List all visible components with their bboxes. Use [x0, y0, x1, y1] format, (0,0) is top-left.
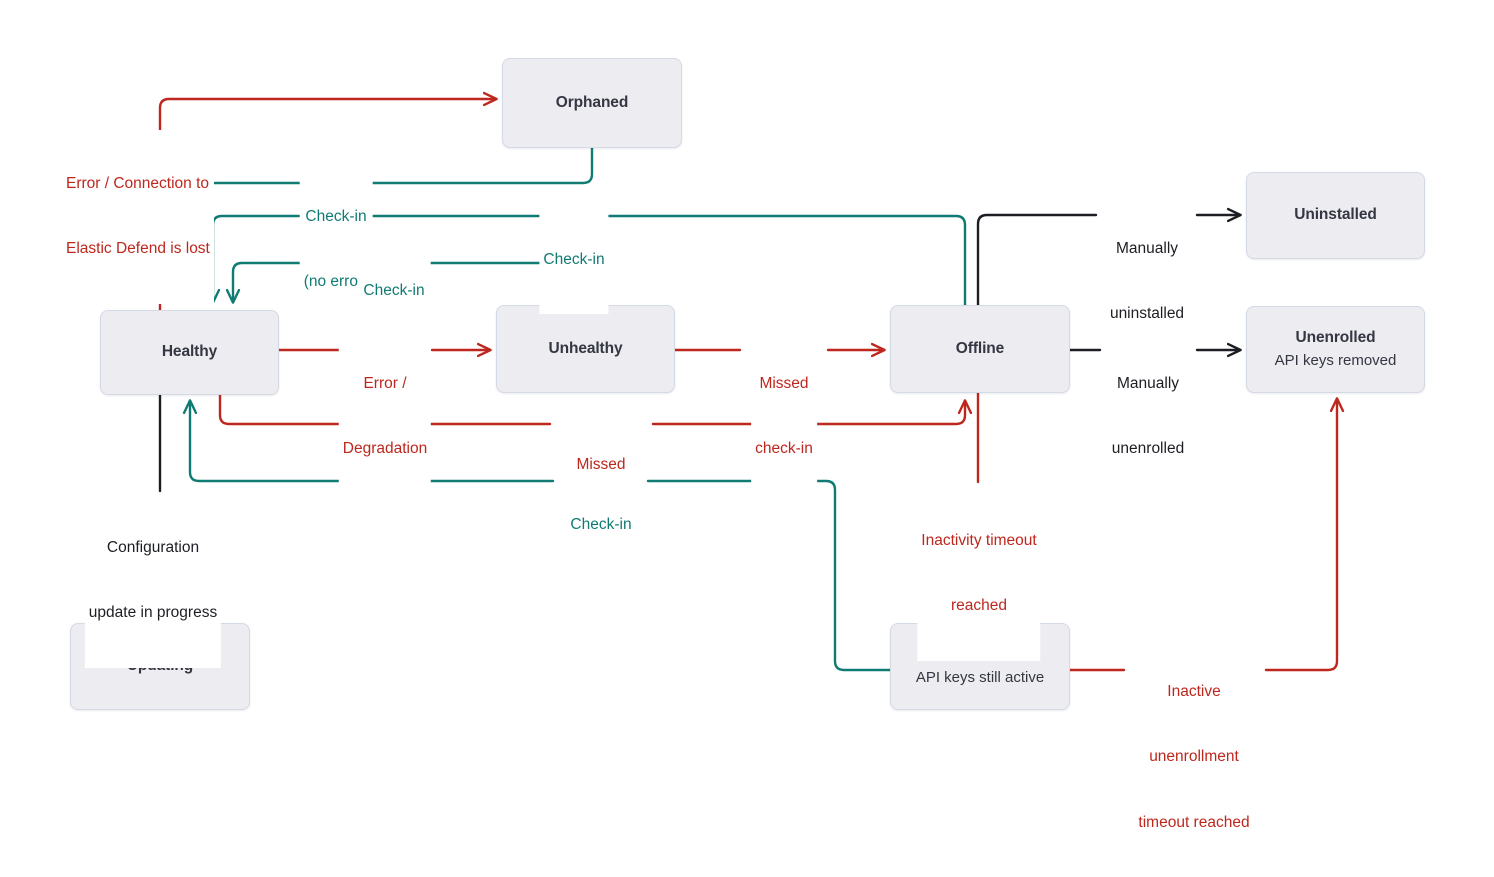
edge-label-configuration-update-line2: update in progress [88, 604, 218, 622]
edge-label-configuration-update-line1: Configuration [106, 539, 200, 557]
edge-label-missed-checkin-top: Missed check-in [751, 330, 817, 504]
edge-label-manually-unenrolled-line1: Manually [1116, 375, 1180, 393]
node-offline-title: Offline [955, 339, 1005, 357]
edge-label-manually-uninstalled-line2: uninstalled [1109, 305, 1185, 323]
edge-label-error-connection-lost-line2: Elastic Defend is lost [66, 240, 210, 258]
edge-label-inactivity-timeout-line2: reached [950, 597, 1007, 615]
node-inactive-subtitle: API keys still active [915, 669, 1045, 687]
edge-label-checkin-no-error-mid-line1: Check-in [363, 282, 425, 300]
edge-label-inactive-unenrollment-line3: timeout reached [1138, 813, 1250, 831]
edge-inactive-to-healthy-seg2 [190, 401, 555, 483]
edge-label-manually-uninstalled-line1: Manually [1115, 240, 1179, 258]
node-offline[interactable]: Offline [890, 305, 1070, 393]
edge-label-inactive-unenrollment: Inactive unenrollment timeout reached [1134, 638, 1254, 877]
edge-label-error-connection-lost: Error / Connection to Elastic Defend is … [62, 130, 214, 304]
node-orphaned-title: Orphaned [555, 93, 629, 111]
edge-label-checkin-mid: Check-in [539, 206, 609, 315]
edge-label-checkin-bottom: Check-in [566, 471, 636, 580]
edge-healthy-to-offline-seg2 [651, 401, 965, 426]
node-unenrolled-title: Unenrolled [1295, 328, 1376, 346]
node-unhealthy[interactable]: Unhealthy [496, 305, 675, 393]
edge-label-error-degradation-line1: Error / [363, 375, 407, 393]
node-unenrolled[interactable]: Unenrolled API keys removed [1246, 306, 1425, 393]
edge-label-checkin-bottom-text: Check-in [570, 516, 632, 534]
node-uninstalled-title: Uninstalled [1294, 206, 1377, 224]
node-orphaned[interactable]: Orphaned [502, 58, 682, 148]
edge-label-manually-unenrolled-line2: unenrolled [1111, 440, 1185, 458]
node-unhealthy-title: Unhealthy [548, 339, 623, 357]
edge-label-error-connection-lost-line1: Error / Connection to [66, 175, 210, 193]
edge-inactive-to-healthy-seg1 [646, 479, 892, 672]
edge-label-manually-unenrolled: Manually unenrolled [1107, 330, 1189, 504]
edge-label-inactivity-timeout-line1: Inactivity timeout [921, 532, 1037, 550]
edge-label-inactive-unenrollment-line2: unenrollment [1149, 748, 1239, 766]
edge-label-error-degradation-line2: Degradation [342, 440, 428, 458]
edge-healthy-to-orphaned [158, 99, 496, 314]
edge-label-missed-checkin-top-line2: check-in [755, 440, 813, 458]
edge-label-inactivity-timeout: Inactivity timeout reached [917, 487, 1041, 661]
edge-label-checkin-mid-text: Check-in [543, 251, 605, 269]
node-healthy-title: Healthy [161, 343, 218, 361]
edge-label-error-degradation: Error / Degradation [338, 330, 432, 504]
edge-label-configuration-update: Configuration update in progress [84, 494, 222, 668]
edge-label-missed-checkin-low-line1: Missed [576, 456, 626, 474]
node-uninstalled[interactable]: Uninstalled [1246, 172, 1425, 259]
edge-offline-to-uninstalled-seg1 [976, 213, 1098, 307]
state-diagram: Orphaned Healthy Unhealthy Offline Unins… [62, 58, 1425, 831]
node-unenrolled-subtitle: API keys removed [1274, 352, 1397, 370]
edge-label-inactive-unenrollment-line1: Inactive [1167, 683, 1221, 701]
edge-label-checkin-no-error-top-line1: Check-in [305, 208, 367, 226]
edge-label-missed-checkin-top-line1: Missed [759, 375, 809, 393]
node-healthy[interactable]: Healthy [100, 310, 279, 395]
edge-inactive-to-unenrolled-seg2 [1264, 399, 1337, 672]
edge-healthy-to-offline-seg1 [218, 393, 552, 426]
